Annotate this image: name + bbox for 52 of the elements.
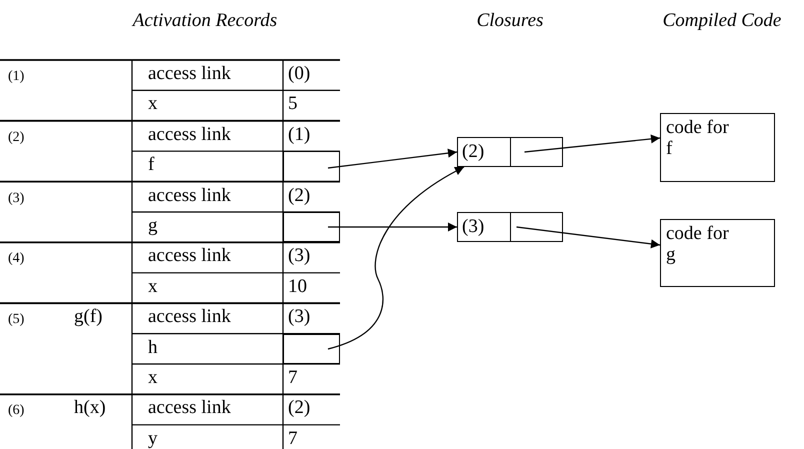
field-value: (0) (288, 63, 310, 85)
field-name: access link (148, 245, 231, 268)
function-call: g(f) (74, 306, 102, 328)
node-text: code for f (665, 116, 730, 161)
arrow (328, 148, 458, 169)
field-name: x (148, 276, 158, 298)
field-value: 5 (288, 93, 298, 116)
closure-code-cell (510, 137, 563, 167)
closure-environment-cell (457, 212, 511, 242)
field-name: access link (148, 63, 231, 85)
arrow (328, 166, 464, 350)
column-heading: Activation Records (132, 10, 278, 32)
field-value: 7 (288, 428, 298, 449)
record-number: (5) (8, 311, 24, 330)
record-number: (6) (8, 402, 24, 420)
node-text: (2) (461, 140, 486, 164)
field-value: (3) (288, 245, 310, 268)
arrow (328, 222, 457, 232)
record-number: (2) (8, 128, 24, 147)
record-number: (1) (8, 68, 24, 86)
field-name: f (148, 154, 154, 176)
arrow (516, 226, 660, 248)
pointer-cell (283, 151, 340, 182)
field-value: 7 (288, 367, 298, 389)
field-value: 10 (288, 276, 307, 298)
field-value: (2) (288, 184, 310, 207)
record-number: (3) (8, 190, 24, 208)
field-name: access link (148, 124, 231, 146)
field-name: access link (148, 397, 231, 420)
field-name: g (148, 215, 158, 237)
column-heading: Closures (476, 10, 544, 32)
column-heading: Compiled Code (662, 10, 782, 32)
field-name: x (148, 93, 158, 116)
pointer-cell (283, 334, 340, 364)
field-value: (3) (288, 306, 310, 328)
arrow (524, 134, 660, 153)
node-text: code for g (665, 222, 730, 267)
field-name: access link (148, 306, 231, 328)
pointer-cell (283, 212, 340, 242)
code-box (660, 113, 775, 182)
field-name: y (148, 428, 158, 449)
function-call: h(x) (74, 397, 106, 420)
field-value: (2) (288, 397, 310, 420)
field-name: access link (148, 184, 231, 207)
field-value: (1) (288, 124, 310, 146)
closure-environment-cell (457, 137, 511, 167)
node-text: (3) (461, 215, 486, 239)
field-name: h (148, 336, 158, 359)
closure-code-cell (510, 212, 563, 242)
field-name: x (148, 367, 158, 389)
code-box (660, 219, 775, 287)
record-number: (4) (8, 250, 24, 268)
